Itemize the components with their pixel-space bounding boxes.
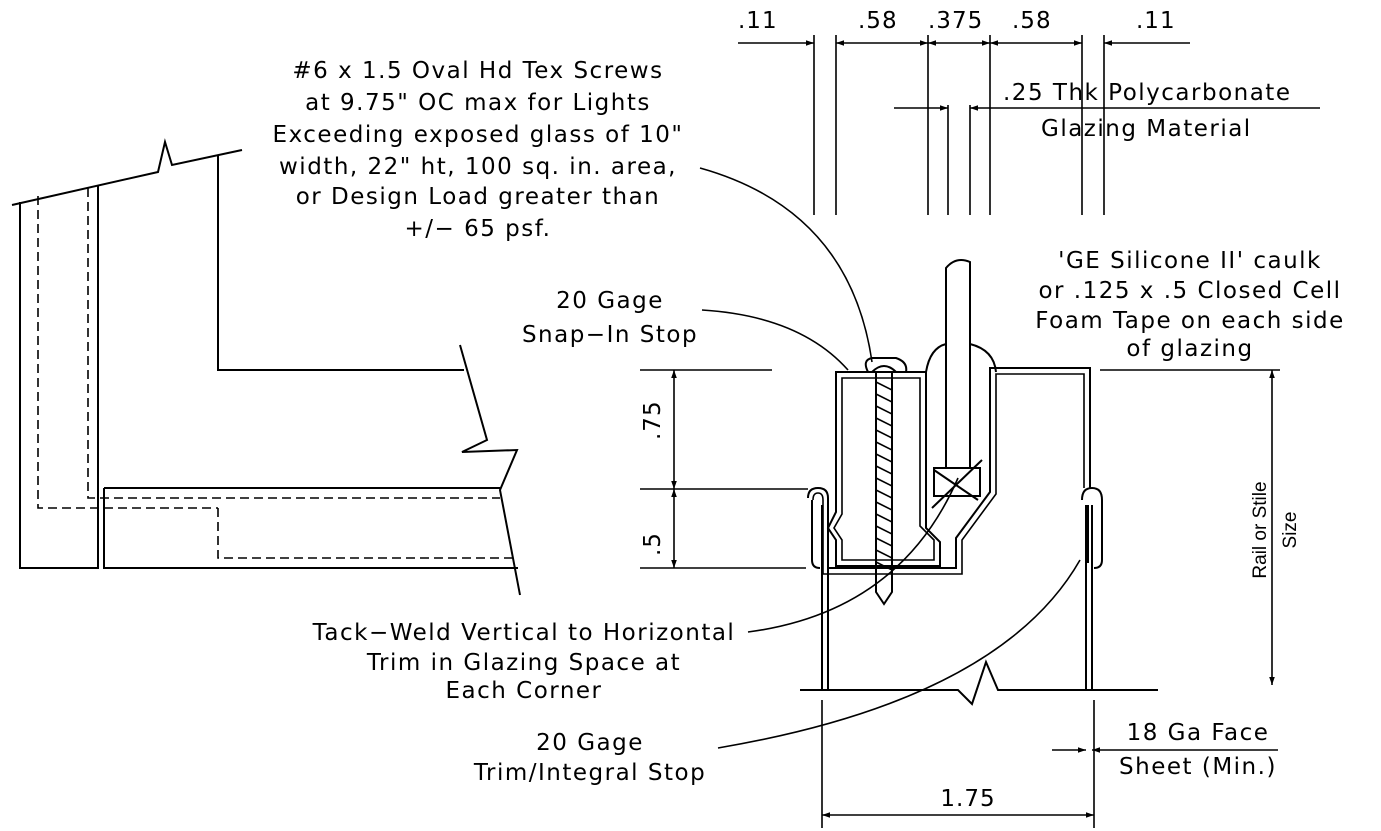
dimension-lines bbox=[640, 35, 1320, 828]
sketch-hidden-glass-left bbox=[37, 196, 218, 509]
caulk-bead-right bbox=[925, 343, 997, 373]
polycarbonate-label-line-1: .25 Thk Polycarbonate bbox=[1003, 80, 1291, 106]
polycarbonate-label-line-2: Glazing Material bbox=[1041, 116, 1252, 142]
dim-label-011-right: .11 bbox=[1136, 8, 1176, 34]
caulk-bead-left bbox=[864, 357, 908, 373]
top-extension-lines bbox=[813, 35, 1105, 215]
caulk-label-line-1: 'GE Silicone II' caulk bbox=[1058, 248, 1322, 274]
dim-label-0375: .375 bbox=[928, 8, 983, 34]
face-sheet-label-line-1: 18 Ga Face bbox=[1127, 720, 1270, 746]
screw-tip bbox=[875, 578, 893, 606]
snap-in-stop-inner bbox=[833, 377, 935, 561]
leader-tack-weld bbox=[747, 477, 959, 633]
trim-stop-inner bbox=[812, 373, 1085, 575]
sketch-outer-stile bbox=[19, 185, 99, 569]
trim-stop-label-line-1: 20 Gage bbox=[536, 730, 644, 756]
vertical-extension-lines bbox=[640, 369, 808, 569]
section-break-line bbox=[800, 659, 1158, 706]
dim-label-058-left: .58 bbox=[858, 8, 898, 34]
caulk-label-line-3: Foam Tape on each side bbox=[1035, 308, 1345, 334]
polycarbonate-glazing bbox=[945, 259, 971, 469]
rail-label-line-1: Rail or Stile bbox=[1250, 481, 1271, 578]
screws-label-line-4: width, 22" ht, 100 sq. in. area, bbox=[279, 154, 677, 180]
trim-stop-outer bbox=[807, 367, 1091, 569]
face-sheet-left-hem bbox=[811, 500, 821, 569]
tack-weld-label-line-2: Trim in Glazing Space at bbox=[366, 650, 681, 676]
face-sheet-right bbox=[1085, 505, 1093, 690]
tack-weld-label-line-1: Tack−Weld Vertical to Horizontal bbox=[312, 620, 736, 646]
bottom-extension-lines bbox=[821, 700, 1095, 828]
leader-screws bbox=[699, 167, 873, 363]
dim-label-05: .5 bbox=[640, 532, 666, 556]
screws-label-line-1: #6 x 1.5 Oval Hd Tex Screws bbox=[292, 58, 663, 84]
leader-lines bbox=[699, 167, 1081, 749]
trim-stop-label-line-2: Trim/Integral Stop bbox=[473, 760, 706, 786]
face-sheet-label-line-2: Sheet (Min.) bbox=[1119, 754, 1277, 780]
dim-label-058-right: .58 bbox=[1012, 8, 1052, 34]
dimension-labels: .11 .58 .375 .58 .11 .75 .5 Rail or Stil… bbox=[640, 8, 1301, 812]
leader-trim-stop bbox=[717, 559, 1081, 749]
screw-threads bbox=[875, 381, 893, 571]
leader-snap-in-stop bbox=[701, 309, 849, 371]
corner-sketch bbox=[11, 138, 521, 596]
sketch-hidden-glass-mid bbox=[87, 188, 500, 499]
sketch-hidden-rail bbox=[217, 508, 515, 559]
rail-label-line-2: Size bbox=[1280, 512, 1301, 549]
sketch-break-line-top bbox=[11, 138, 243, 206]
snap-in-stop-label-line-2: Snap−In Stop bbox=[522, 322, 698, 348]
dim-label-175: 1.75 bbox=[940, 786, 995, 812]
tack-weld-label-line-3: Each Corner bbox=[445, 678, 602, 704]
foam-tape-block bbox=[933, 467, 981, 497]
screws-label-line-6: +/− 65 psf. bbox=[405, 216, 552, 242]
screws-label-line-5: or Design Load greater than bbox=[296, 184, 661, 210]
face-sheet-left bbox=[821, 505, 829, 690]
snap-in-stop-label-line-1: 20 Gage bbox=[556, 288, 664, 314]
screws-label-line-2: at 9.75" OC max for Lights bbox=[305, 90, 651, 116]
dim-label-075: .75 bbox=[640, 400, 666, 440]
caulk-label-line-2: or .125 x .5 Closed Cell bbox=[1038, 278, 1341, 304]
dim-label-011-left: .11 bbox=[738, 8, 778, 34]
sketch-break-line-right bbox=[459, 344, 521, 596]
screw-shank bbox=[875, 372, 893, 578]
foam-tape-cross bbox=[931, 459, 983, 509]
screw-head bbox=[871, 365, 897, 373]
caulk-label-line-4: of glazing bbox=[1126, 336, 1253, 362]
section-detail bbox=[800, 259, 1158, 706]
sketch-rail bbox=[103, 487, 518, 569]
callout-labels: .25 Thk Polycarbonate Glazing Material #… bbox=[273, 58, 1345, 786]
sketch-inner-stile bbox=[217, 155, 464, 371]
snap-in-stop-outer bbox=[826, 371, 941, 567]
screws-label-line-3: Exceeding exposed glass of 10" bbox=[273, 122, 684, 148]
face-sheet-right-hem bbox=[1081, 486, 1103, 569]
